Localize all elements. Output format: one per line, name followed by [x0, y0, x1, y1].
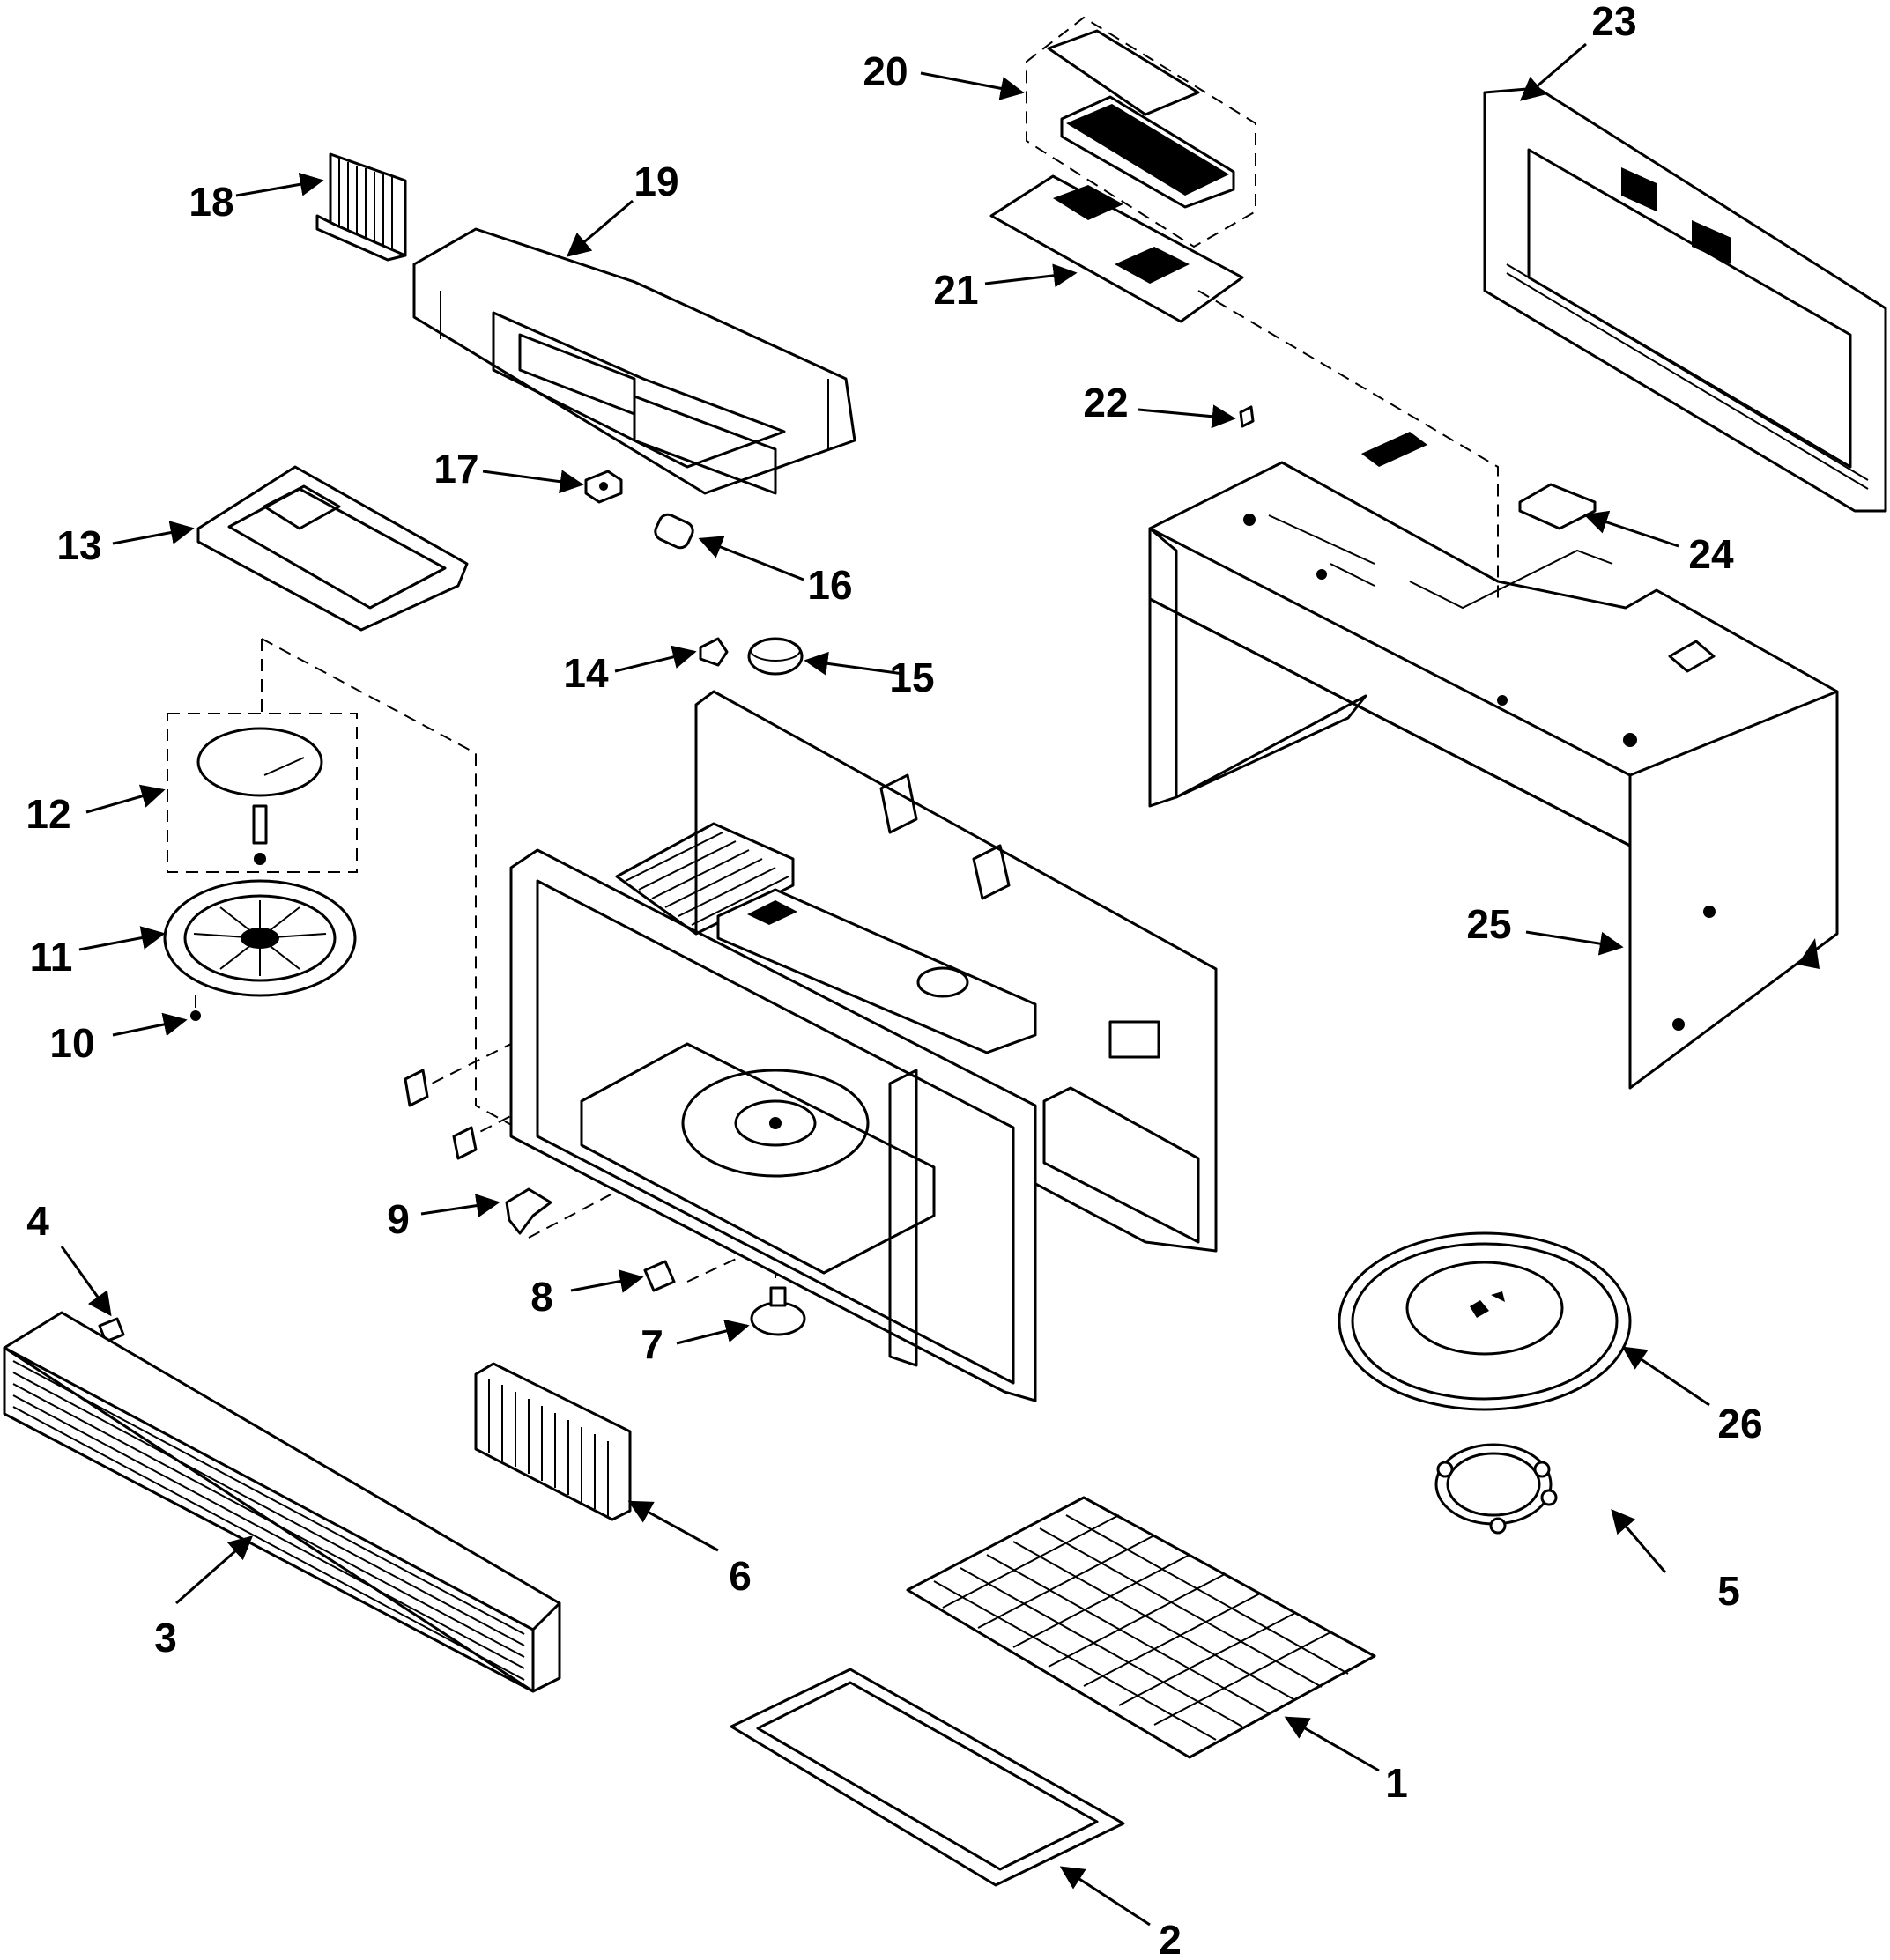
part-18-grille	[315, 152, 407, 262]
leader-lines	[60, 42, 1710, 1927]
part-14-thermostat	[699, 637, 729, 667]
part-5-roller-ring	[1434, 1443, 1558, 1535]
part-16-cylinder	[654, 513, 694, 550]
callout-6: 6	[729, 1553, 752, 1599]
callout-1: 1	[1385, 1760, 1408, 1806]
callout-11: 11	[30, 934, 73, 980]
callout-18: 18	[189, 179, 233, 225]
callout-10: 10	[49, 1020, 94, 1066]
callout-16: 16	[807, 562, 852, 608]
part-19-control-housing	[412, 227, 856, 495]
callout-12: 12	[26, 791, 70, 837]
part-15-motor	[747, 637, 804, 676]
part-11-fan	[163, 879, 357, 997]
callout-14: 14	[563, 650, 609, 696]
part-22-clip	[1239, 405, 1255, 428]
callout-20: 20	[863, 48, 908, 94]
part-26-turntable	[1338, 1231, 1632, 1411]
callout-3: 3	[154, 1615, 177, 1660]
callout-2: 2	[1159, 1917, 1182, 1960]
callout-21: 21	[933, 267, 978, 313]
part-25-cabinet	[1148, 432, 1839, 1090]
part-7-motor	[750, 1286, 806, 1336]
part-2-tray	[730, 1668, 1125, 1887]
part-17-switch	[584, 470, 623, 504]
part-3-grille-bar	[3, 1311, 561, 1693]
part-10-screw	[190, 1010, 201, 1021]
part-cavity-frame	[509, 690, 1218, 1402]
callout-7: 7	[641, 1321, 663, 1367]
part-clips	[404, 1069, 478, 1160]
part-20-filter-assembly	[1026, 16, 1256, 248]
callout-13: 13	[56, 522, 101, 568]
part-12-stirrer-assembly	[167, 713, 358, 873]
callout-17: 17	[434, 446, 478, 492]
callout-8: 8	[530, 1274, 553, 1320]
part-23-back-panel	[1483, 86, 1887, 513]
callout-26: 26	[1717, 1401, 1762, 1446]
callout-23: 23	[1591, 0, 1636, 44]
callout-22: 22	[1083, 380, 1128, 425]
part-9-coupler	[505, 1187, 552, 1235]
callout-9: 9	[387, 1196, 410, 1242]
part-24-bracket	[1518, 483, 1597, 530]
callout-4: 4	[26, 1198, 49, 1244]
part-6-grille	[474, 1362, 632, 1521]
callout-25: 25	[1466, 901, 1511, 947]
callout-labels: 1 2 3 4 5 6 7 8 9 10 11 12 13 14 15 16 1…	[26, 0, 1762, 1960]
callout-15: 15	[889, 655, 934, 700]
part-21-tray-plate	[989, 174, 1244, 323]
callout-5: 5	[1717, 1568, 1740, 1614]
callout-24: 24	[1688, 531, 1734, 577]
callout-19: 19	[634, 159, 678, 204]
part-1-rack	[906, 1496, 1376, 1759]
part-13-cover	[196, 465, 469, 632]
part-8-clip	[643, 1260, 676, 1292]
